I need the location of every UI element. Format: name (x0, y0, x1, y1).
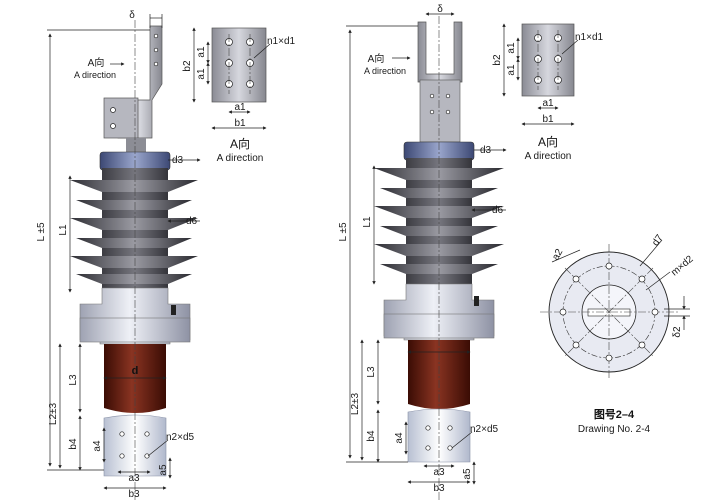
figure-number-en: Drawing No. 2-4 (578, 424, 651, 435)
lower-hole (447, 425, 453, 431)
terminal-hole (153, 61, 159, 67)
dims-left: L ±5 L1 L2±3 L3 b4 a4 a3 b3 a5 n2×d5 d3 … (36, 10, 201, 500)
dim-d7: d7 (650, 232, 666, 248)
a-view-en-right: A direction (525, 151, 572, 162)
lower-hole (425, 425, 431, 431)
bushing-left (70, 20, 198, 500)
label-n1d1-left: n1×d1 (267, 36, 296, 47)
dim-b3-left: b3 (128, 489, 140, 500)
a-view-cn-right: A向 (538, 134, 558, 149)
label-n1d1-right: n1×d1 (575, 32, 604, 43)
dim-L-right: L ±5 (338, 222, 349, 241)
tap-right (474, 296, 479, 306)
dim-a3-right: a3 (433, 467, 445, 478)
terminal-hole (429, 93, 435, 99)
dim-a1v-left: a1 (196, 46, 207, 58)
dim-a4-left: a4 (92, 440, 103, 452)
dim-a5-right: a5 (462, 468, 473, 480)
terminal-block-left (103, 97, 139, 139)
flange-view: a2 d7 m×d2 δ2 图号2–4 Drawing No. 2-4 (540, 232, 696, 435)
dim-a3-left: a3 (128, 473, 140, 484)
dim-L3-left: L3 (68, 374, 79, 386)
a-view-cn-left: A向 (230, 136, 250, 151)
dim-L2-right: L2±3 (350, 392, 361, 415)
dim-a5-left: a5 (158, 464, 169, 476)
label-n2d5-right: n2×d5 (470, 424, 499, 435)
terminal-hole (110, 107, 116, 113)
dim-b1-right: b1 (542, 114, 554, 125)
dim-a1v2-right: a1 (506, 64, 517, 76)
lower-sleeve-right (408, 340, 470, 409)
terminal-hole (445, 93, 451, 99)
lower-terminal-right (407, 408, 471, 463)
dims-right: L ±5 L1 L2±3 L3 b4 a4 a3 b3 a5 n2×d5 d3 … (338, 4, 507, 494)
label-n2d5-left: n2×d5 (166, 432, 195, 443)
tap-left (171, 305, 176, 315)
dim-a1v2-left: a1 (196, 68, 207, 80)
dim-d6-left: d6 (186, 216, 198, 227)
dim-d3-left: d3 (172, 155, 184, 166)
dim-b4-left: b4 (68, 438, 79, 450)
a-dir-en-left: A direction (74, 70, 116, 80)
dim-b2-left: b2 (182, 60, 193, 72)
lower-hole (119, 431, 125, 437)
dim-L1-right: L1 (362, 216, 373, 228)
dim-a1h-left: a1 (234, 102, 246, 113)
a-view-left: n1×d1 b2 a1 a1 a1 b1 A向 A direction (182, 27, 296, 164)
terminal-hole (110, 123, 116, 129)
dim-a4-right: a4 (394, 432, 405, 444)
dim-b4-right: b4 (366, 430, 377, 442)
a-dir-cn-left: A向 (88, 56, 105, 69)
dim-a2: a2 (550, 247, 565, 263)
dim-L-left: L ±5 (36, 222, 47, 241)
dim-b3-right: b3 (433, 483, 445, 494)
dim-md2: m×d2 (669, 253, 696, 278)
terminal-hole (153, 47, 159, 53)
dim-d3-right: d3 (480, 145, 492, 156)
dim-b2-right: b2 (492, 54, 503, 66)
lower-hole (425, 445, 431, 451)
bushing-right (374, 16, 504, 500)
lower-hole (119, 453, 125, 459)
terminal-block-right (419, 79, 461, 143)
terminal-hole (445, 109, 451, 115)
dim-d-left: d (132, 365, 139, 377)
a-dir-cn-right: A向 (368, 52, 385, 65)
dim-a1h-right: a1 (542, 98, 554, 109)
lower-hole (447, 445, 453, 451)
dim-delta2: δ2 (672, 326, 683, 338)
dim-delta-left: δ (129, 10, 135, 21)
lower-hole (144, 453, 150, 459)
lower-hole (144, 431, 150, 437)
a-view-en-left: A direction (217, 153, 264, 164)
a-view-right: n1×d1 b2 a1 a1 a1 b1 A向 A direction (492, 23, 604, 162)
sheds-left (70, 168, 198, 288)
dim-delta-right: δ (437, 4, 443, 15)
dim-b1-left: b1 (234, 118, 246, 129)
figure-number-cn: 图号2–4 (594, 408, 635, 421)
terminal-hole (153, 33, 159, 39)
dim-L3-right: L3 (366, 366, 377, 378)
dim-L2-left: L2±3 (48, 402, 59, 425)
dim-L1-left: L1 (58, 224, 69, 236)
terminal-hole (429, 109, 435, 115)
stem-left (126, 138, 146, 154)
dim-d6-right: d6 (492, 205, 504, 216)
a-dir-en-right: A direction (364, 66, 406, 76)
dim-a1v-right: a1 (506, 42, 517, 54)
